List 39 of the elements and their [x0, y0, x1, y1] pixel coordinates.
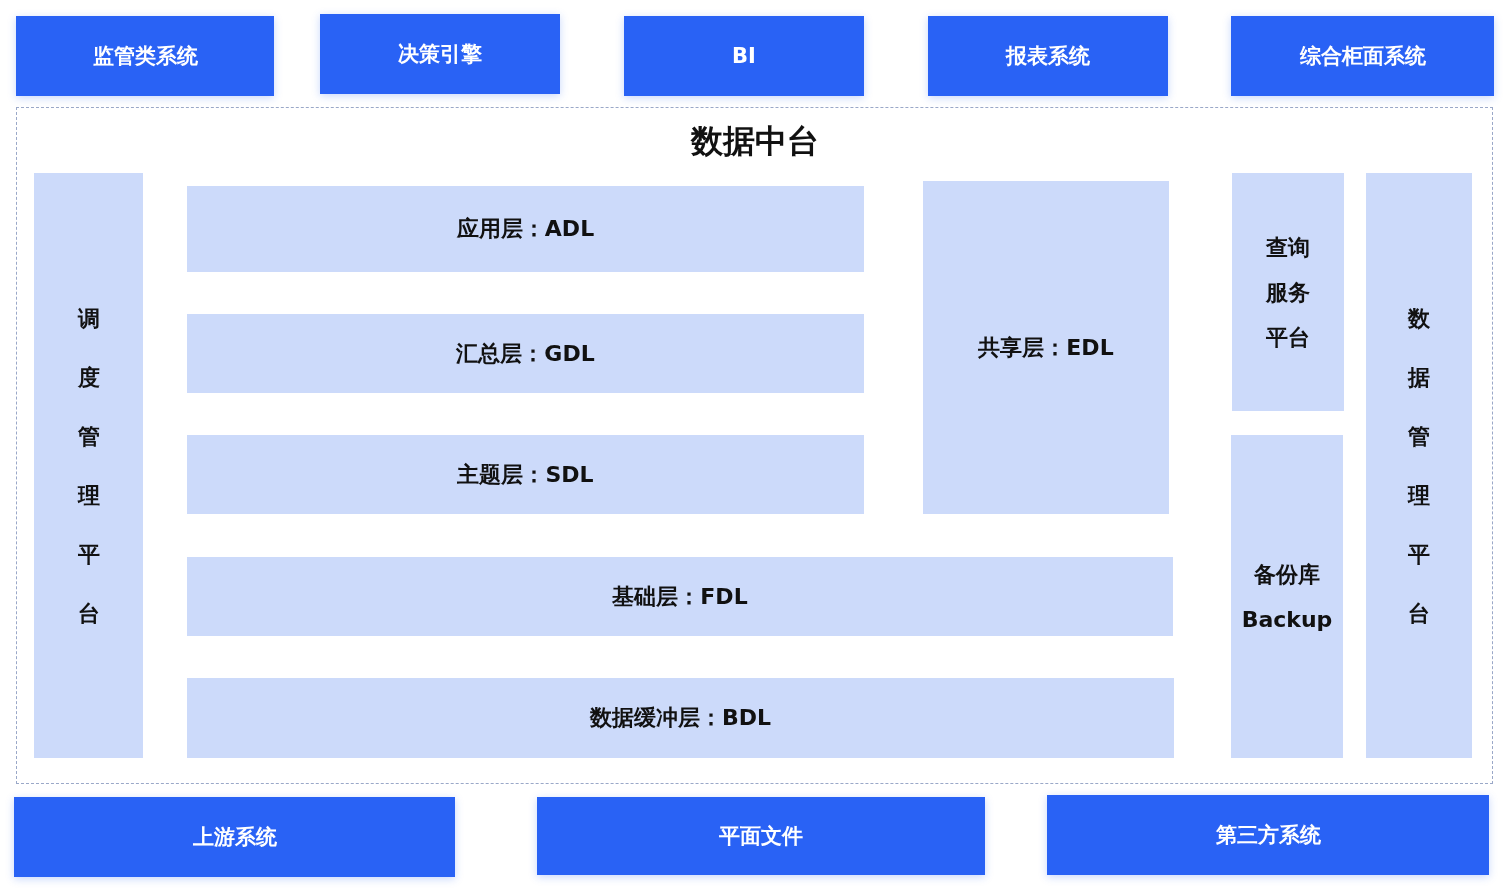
box-label: Backup: [1241, 605, 1333, 634]
system-box: [928, 16, 1168, 96]
platform-panel: [1366, 173, 1472, 758]
box-label: 应用层：ADL: [456, 215, 595, 243]
box-label: 报表系统: [1006, 43, 1090, 70]
box-label: 调度管理平台: [76, 304, 101, 628]
box-label: BI: [732, 44, 756, 68]
system-box: [1231, 16, 1494, 96]
platform-panel: [1232, 173, 1344, 411]
box-label: 监管类系统: [92, 43, 198, 70]
box-label: 综合柜面系统: [1299, 43, 1426, 70]
layer-panel: [187, 557, 1173, 636]
box-label: 主题层：SDL: [457, 460, 594, 489]
platform-panel: [1231, 435, 1343, 758]
box-label: 上游系统: [192, 824, 277, 851]
platform-panel: [34, 173, 143, 758]
layer-panel: [187, 314, 864, 393]
box-label: 数据管理平台: [1406, 304, 1431, 628]
layer-panel: [187, 435, 864, 514]
box-label: 数据缓冲层：BDL: [589, 704, 772, 732]
layer-panel: [187, 678, 1174, 758]
box-label: 第三方系统: [1215, 822, 1321, 849]
box-label: 平面文件: [719, 823, 803, 850]
box-label: 查询服务平台: [1264, 233, 1311, 352]
system-box: [14, 797, 455, 877]
layer-panel: [923, 181, 1169, 514]
box-label: 共享层：EDL: [978, 333, 1114, 362]
layer-panel: [187, 186, 864, 272]
box-label: 汇总层：GDL: [456, 339, 595, 368]
system-box: [537, 797, 985, 875]
box-label: 决策引擎: [398, 41, 482, 68]
section-title: 数据中台: [690, 121, 819, 162]
box-label: 备份库: [1254, 560, 1320, 589]
box-label: 基础层：FDL: [612, 582, 748, 611]
system-box: [16, 16, 274, 96]
system-box: [624, 16, 864, 96]
system-box: [320, 14, 560, 94]
system-box: [1047, 795, 1489, 875]
dashed-frame: [16, 107, 1493, 784]
